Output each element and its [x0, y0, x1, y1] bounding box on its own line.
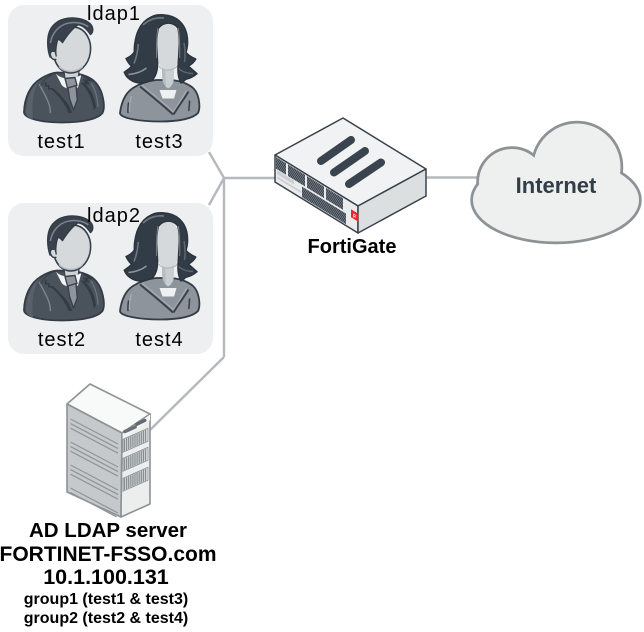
svg-text:ldap1: ldap1 — [87, 3, 141, 25]
svg-text:test4: test4 — [135, 329, 183, 351]
svg-text:F: F — [353, 213, 357, 221]
svg-text:test3: test3 — [135, 131, 183, 153]
svg-text:FORTINET-FSSO.com: FORTINET-FSSO.com — [0, 543, 217, 566]
svg-text:AD LDAP server: AD LDAP server — [29, 519, 187, 542]
svg-text:group2 (test2 & test4): group2 (test2 & test4) — [24, 610, 188, 627]
svg-text:FortiGate: FortiGate — [308, 236, 397, 258]
svg-text:Internet: Internet — [516, 173, 597, 198]
svg-text:test1: test1 — [37, 131, 85, 153]
svg-text:test2: test2 — [38, 329, 86, 351]
svg-text:ldap2: ldap2 — [87, 205, 141, 227]
svg-text:group1 (test1 & test3): group1 (test1 & test3) — [24, 591, 188, 608]
svg-text:10.1.100.131: 10.1.100.131 — [43, 565, 169, 589]
